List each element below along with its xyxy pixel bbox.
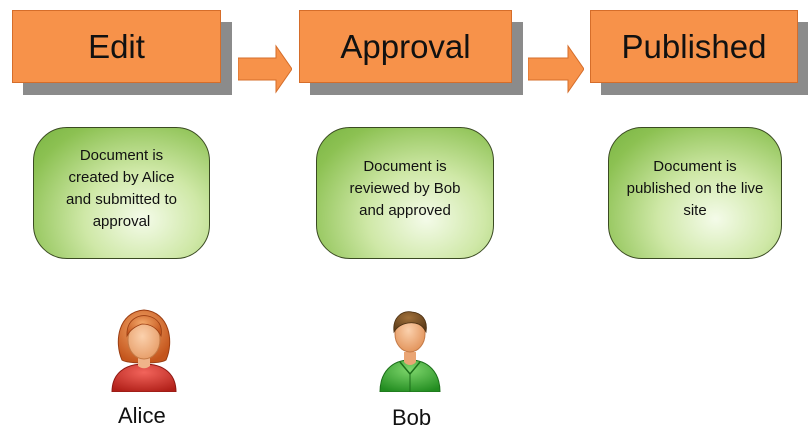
user-male-icon [379,311,441,392]
stage-published-label: Published [621,28,767,65]
published-description-bubble: Document is published on the live site [608,127,782,259]
edit-description-text: Document is created by Alice and submitt… [66,147,177,230]
stage-published: Published [590,10,798,83]
arrow-right-icon [238,44,292,94]
bob-name: Bob [392,405,432,430]
stage-approval-label: Approval [340,28,471,65]
stage-edit: Edit [12,10,221,83]
stage-edit-label: Edit [88,28,145,65]
published-description-text: Document is published on the live site [626,158,764,219]
approval-description-bubble: Document is reviewed by Bob and approved [316,127,494,259]
arrow-right-icon [528,44,584,94]
stage-approval: Approval [299,10,512,83]
edit-description-bubble: Document is created by Alice and submitt… [33,127,210,259]
approval-description-text: Document is reviewed by Bob and approved [349,158,461,219]
alice-name: Alice [118,403,166,428]
user-female-icon [111,309,177,392]
